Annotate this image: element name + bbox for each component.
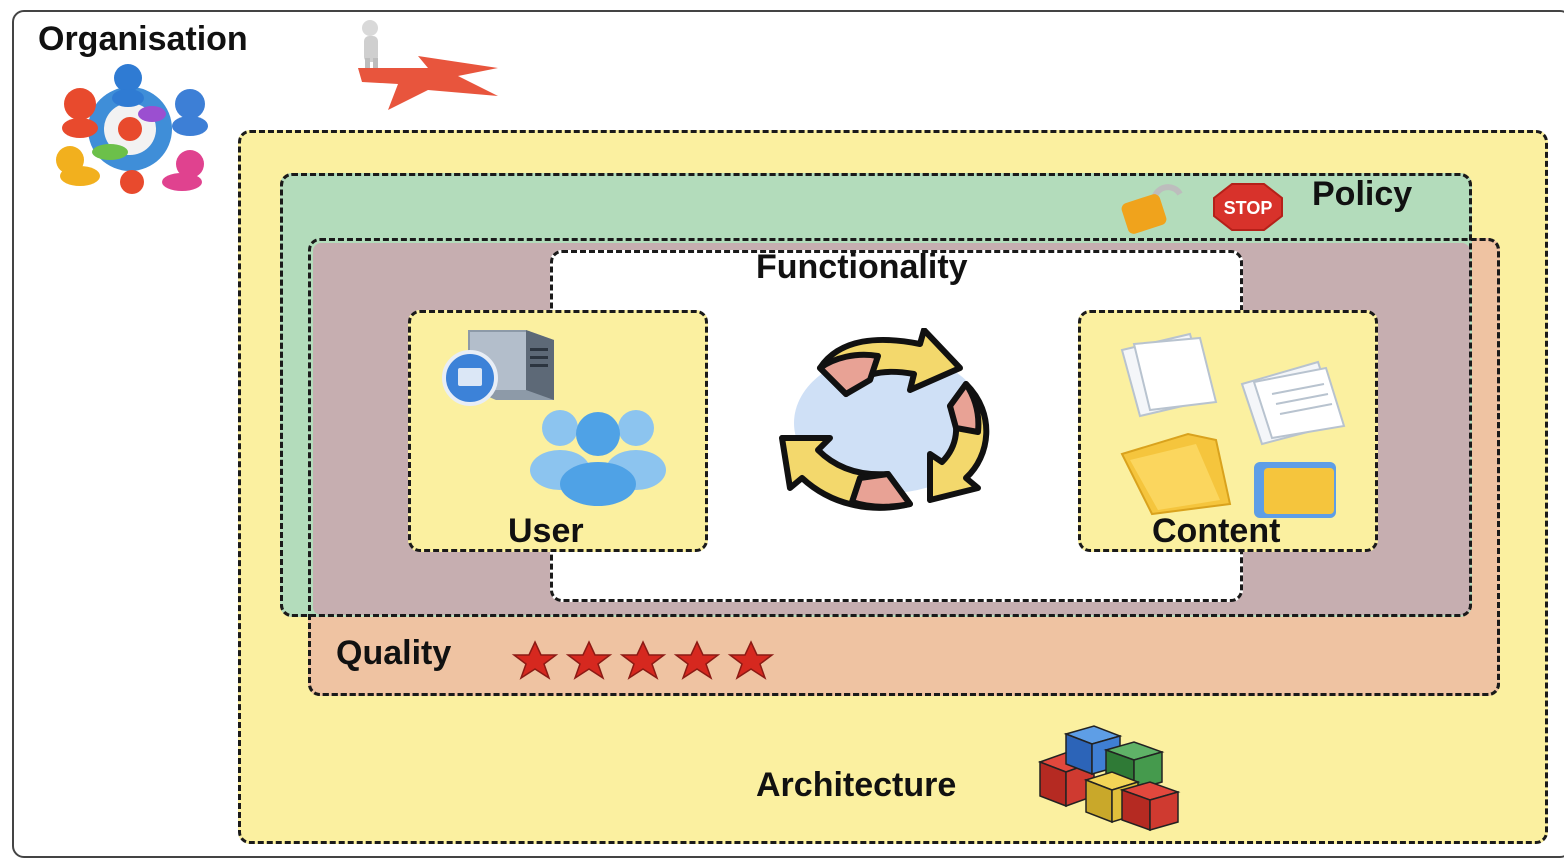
policy-label: Policy [1312,175,1413,213]
quality-border [308,238,1500,696]
colorful-people-circle-icon [40,64,220,194]
recycle-arrows-icon [760,328,1020,518]
server-icon [440,322,564,406]
star-icon [619,640,667,680]
star-icon [673,640,721,680]
stacked-cubes-icon [1036,724,1192,834]
stop-sign-icon: STOP [1212,182,1284,232]
star-icon [511,640,559,680]
star-icon [727,640,775,680]
quality-rating [510,640,776,680]
functionality-label: Functionality [756,248,968,286]
stop-sign-text: STOP [1224,198,1273,218]
architecture-label: Architecture [756,766,957,804]
user-label: User [508,512,584,550]
user-group-icon [520,398,676,508]
organisation-label: Organisation [38,20,248,58]
person-crossroads-arrow-icon [348,18,508,118]
documents-icon [1104,328,1364,524]
padlock-icon [1120,178,1186,234]
policy-border [280,173,1472,617]
content-label: Content [1152,512,1281,550]
star-icon [565,640,613,680]
quality-label: Quality [336,634,452,672]
